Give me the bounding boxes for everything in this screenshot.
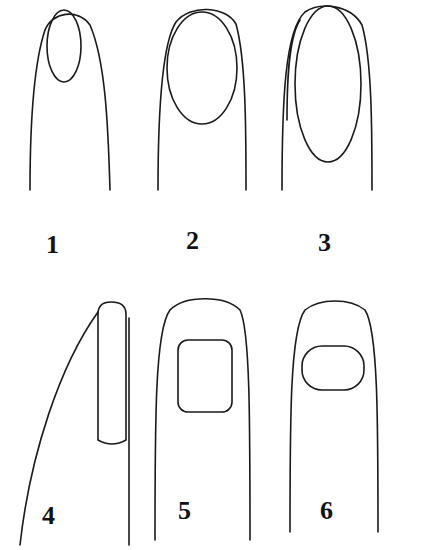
callout-number: 3 xyxy=(318,230,331,256)
callout-number: 4 xyxy=(42,503,55,529)
fingertip-outline xyxy=(287,20,300,120)
callout-number: 1 xyxy=(46,232,59,258)
callout-number: 2 xyxy=(186,228,199,254)
fingertip-outline xyxy=(155,299,250,540)
nail-outline xyxy=(167,12,237,124)
nail-outline xyxy=(295,6,361,162)
fingertip-outline xyxy=(158,9,246,190)
callout-number: 6 xyxy=(320,498,333,524)
fingertip-outline xyxy=(30,14,110,190)
fingertip-outline xyxy=(128,318,130,545)
nail-outline xyxy=(47,10,81,82)
nail-outline xyxy=(178,340,232,412)
nail-outline xyxy=(302,346,364,390)
fingertip-outline xyxy=(282,6,372,190)
callout-number: 5 xyxy=(178,498,191,524)
fingertip-outline xyxy=(290,301,378,532)
nail-outline xyxy=(98,302,126,444)
fingertip-outline xyxy=(20,312,98,545)
